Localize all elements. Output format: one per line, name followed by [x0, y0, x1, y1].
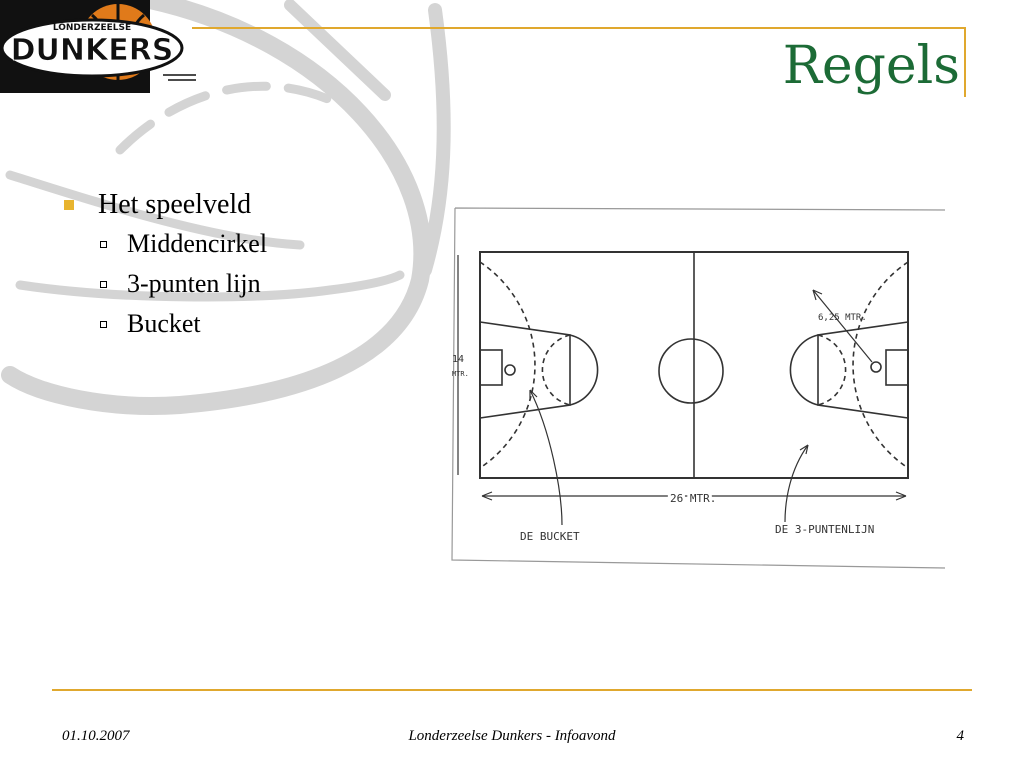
hollow-square-bullet-icon [100, 240, 107, 248]
bullet-item: Het speelveld [64, 186, 267, 224]
court-label-bucket: DE BUCKET [520, 530, 580, 543]
sub-bullet-item: Bucket [100, 304, 267, 344]
court-label-distance: 6,25 MTR. [818, 313, 867, 323]
sub-bullet-text: 3-punten lijn [127, 269, 261, 298]
sub-bullet-text: Middencirkel [127, 229, 268, 258]
title-rule-top [192, 27, 966, 29]
sub-bullet-item: 3-punten lijn [100, 264, 267, 304]
dunkers-logo: LONDERZEELSE DUNKERS [0, 0, 196, 93]
court-label-width-unit: MTR. [452, 370, 469, 378]
basketball-court-diagram: 6,25 MTR. 26 MTR. DE BUCKET DE 3-PUNTENL… [451, 207, 946, 569]
court-label-length: 26 MTR. [670, 492, 716, 505]
bullet-list: Het speelveld Middencirkel 3-punten lijn… [64, 186, 267, 344]
court-label-three-point: DE 3-PUNTENLIJN [775, 523, 874, 536]
footer-rule [52, 689, 972, 691]
hollow-square-bullet-icon [100, 280, 107, 288]
logo-small-text: LONDERZEELSE [53, 23, 131, 33]
footer-page-number: 4 [956, 728, 965, 744]
logo-big-text: DUNKERS [11, 33, 174, 68]
bullet-text: Het speelveld [98, 189, 252, 220]
footer-title: Londerzeelse Dunkers - Infoavond [408, 728, 616, 744]
slide-title: Regels [782, 36, 960, 96]
footer-date: 01.10.2007 [62, 728, 130, 744]
square-bullet-icon [64, 200, 74, 210]
title-rule-right [964, 27, 966, 97]
sub-bullet-item: Middencirkel [100, 224, 267, 264]
sub-bullet-text: Bucket [127, 309, 201, 338]
hollow-square-bullet-icon [100, 320, 107, 328]
court-label-width: 14 [452, 354, 464, 365]
